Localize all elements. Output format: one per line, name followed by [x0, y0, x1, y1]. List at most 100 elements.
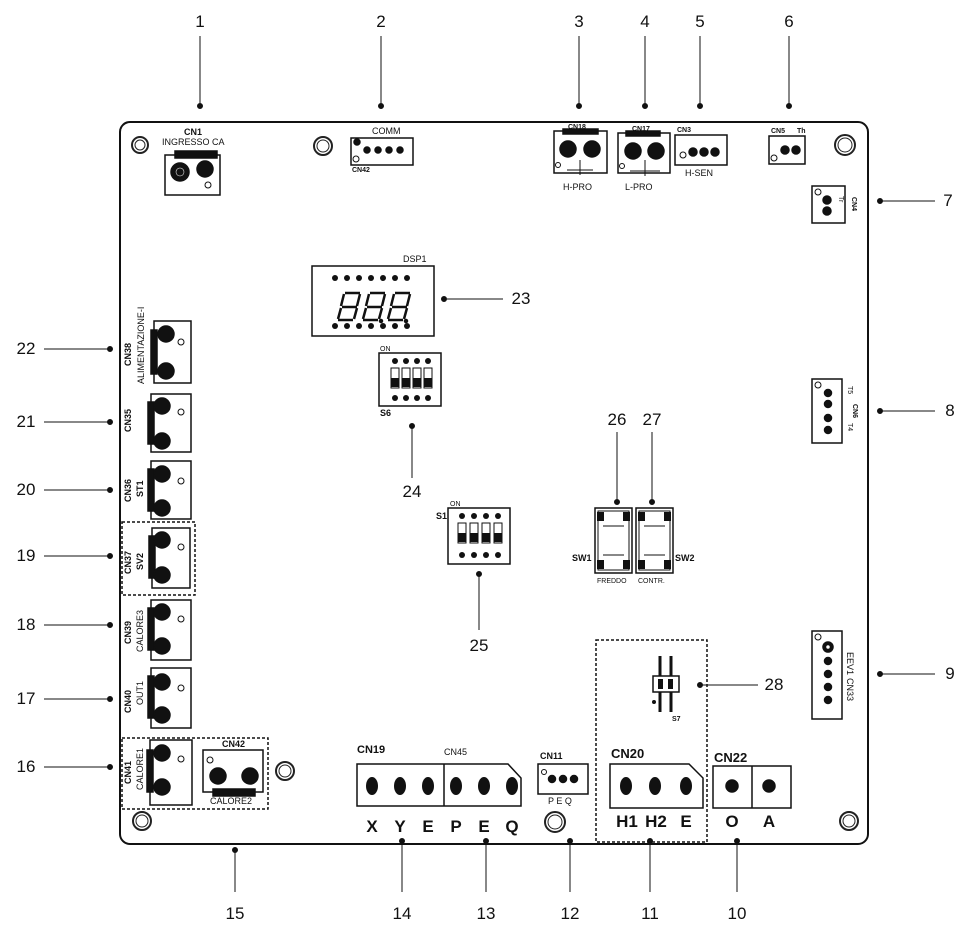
cn18-name-label: H-PRO: [563, 182, 592, 192]
push-button-sw2: [635, 507, 674, 574]
cn5-name-label: Th: [797, 128, 806, 135]
callout-25: 25: [469, 636, 489, 655]
terminal-e2-label: E: [478, 817, 490, 836]
cn4-id-label: CN4: [850, 197, 857, 212]
connector-cn4: [811, 185, 846, 224]
callout-3: 3: [574, 12, 584, 31]
connector-cn5: [768, 135, 806, 165]
connector-cn6: [811, 378, 843, 444]
terminal-cn22: [712, 765, 792, 809]
terminal-x-label: X: [366, 817, 378, 836]
terminal-q-label: Q: [505, 817, 519, 836]
s1-label: S1: [436, 511, 448, 521]
connector-cn35: [147, 393, 192, 453]
cn36-id-label: CN36: [123, 478, 133, 502]
callout-15: 15: [225, 904, 245, 923]
zone-s7-cn20: [595, 639, 708, 843]
s6-label: S6: [380, 408, 392, 418]
callout-23: 23: [511, 289, 531, 308]
callout-9: 9: [945, 664, 955, 683]
callout-19: 19: [16, 546, 36, 565]
connector-cn18: [553, 128, 608, 175]
callout-22: 22: [16, 339, 36, 358]
callout-16: 16: [16, 757, 36, 776]
s6-on-label: ON: [380, 346, 391, 353]
cn6-t4-label: T4: [846, 423, 853, 432]
cn37-id-label: CN37: [123, 550, 133, 574]
cn3-id-label: CN3: [677, 127, 692, 134]
callout-7: 7: [943, 191, 953, 210]
cn40-id-label: CN40: [123, 689, 133, 713]
cn1-name-label: INGRESSO CA: [162, 137, 225, 147]
callout-13: 13: [476, 904, 496, 923]
callout-18: 18: [16, 615, 36, 634]
connector-cn36: [147, 460, 192, 520]
mounting-holes: [131, 134, 859, 833]
terminal-h2-label: H2: [645, 812, 667, 831]
mount-hole-icon: [544, 811, 566, 833]
comm-id-label: CN42: [352, 167, 370, 174]
connector-cn41-cn42: [121, 737, 269, 810]
callout-24: 24: [402, 482, 422, 501]
cn38-id-label: CN38: [123, 342, 133, 366]
cn42b-id-label: CN42: [222, 739, 246, 749]
cn19-id-label: CN19: [357, 744, 386, 756]
dip-switch-s1: [447, 507, 511, 565]
cn11-name-label: P E Q: [548, 796, 572, 806]
board-outline: [119, 121, 869, 845]
connector-cn17: [617, 130, 671, 176]
dip-switch-s6: [378, 352, 442, 407]
terminal-h1-label: H1: [616, 812, 638, 831]
dip-switch-s7: [652, 656, 680, 712]
terminal-e1-label: E: [422, 817, 434, 836]
callout-17: 17: [16, 689, 36, 708]
cn38-name-label: ALIMENTAZIONE-I: [136, 306, 146, 384]
connector-cn3: [674, 134, 728, 166]
cn42b-name-label: CALORE2: [210, 796, 253, 806]
connector-comm: [350, 137, 414, 166]
leader-lines: [44, 36, 935, 892]
cn41-id-label: CN41: [123, 760, 133, 784]
callout-11: 11: [641, 904, 659, 923]
left-connectors: [121, 320, 269, 810]
cn37-name-label: SV2: [135, 552, 145, 570]
callout-8: 8: [945, 401, 955, 420]
display-dsp1: [311, 265, 435, 337]
connector-cn39: [147, 599, 192, 661]
cn1-id-label: CN1: [184, 127, 203, 137]
connector-cn11: [537, 763, 589, 795]
callout-10: 10: [727, 904, 747, 923]
cn17-name-label: L-PRO: [625, 182, 653, 192]
callout-1: 1: [195, 12, 205, 31]
cn20-id-label: CN20: [611, 746, 645, 761]
cn33-name-label: EEV1: [845, 652, 855, 676]
connector-cn40: [147, 667, 192, 729]
mount-hole-icon: [839, 811, 859, 831]
terminal-a-label: A: [762, 812, 776, 831]
callout-26: 26: [607, 410, 627, 429]
mount-hole-icon: [132, 811, 152, 831]
mount-hole-icon: [313, 136, 333, 156]
sw2-id-label: SW2: [675, 553, 695, 563]
callout-21: 21: [16, 412, 36, 431]
cn3-name-label: H-SEN: [685, 168, 714, 178]
mount-hole-icon: [275, 761, 295, 781]
cn11-id-label: CN11: [540, 751, 563, 761]
mount-hole-icon: [834, 134, 856, 156]
cn45-id-label: CN45: [444, 747, 468, 757]
terminal-p-label: P: [450, 817, 462, 836]
terminal-cn19-cn45: [356, 763, 522, 807]
terminal-e3-label: E: [680, 812, 692, 831]
sw1-name-label: FREDDO: [597, 578, 627, 585]
callout-28: 28: [764, 675, 784, 694]
cn39-id-label: CN39: [123, 620, 133, 644]
callout-4: 4: [640, 12, 650, 31]
terminal-y-label: Y: [394, 817, 406, 836]
comm-name-label: COMM: [372, 126, 401, 136]
callout-14: 14: [392, 904, 412, 923]
callout-20: 20: [16, 480, 36, 499]
mount-hole-icon: [131, 136, 149, 154]
cn22-id-label: CN22: [714, 750, 748, 765]
